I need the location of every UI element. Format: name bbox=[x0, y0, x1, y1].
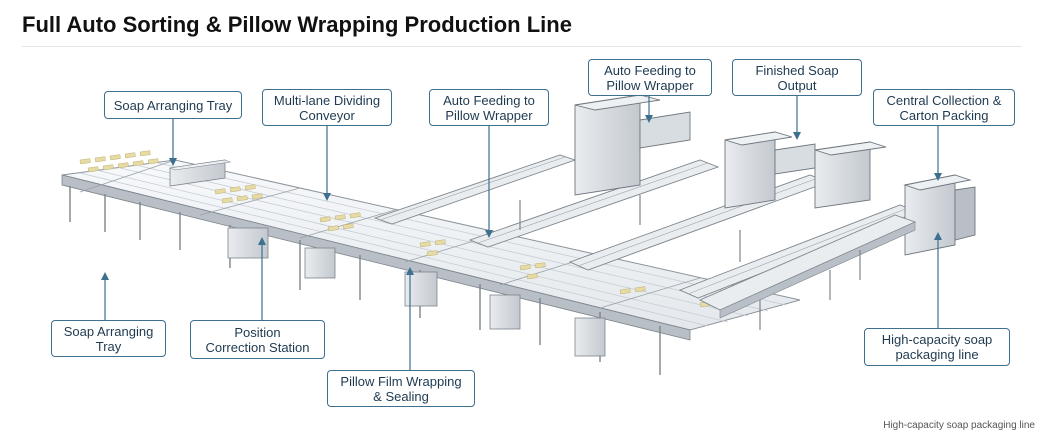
title-divider bbox=[22, 46, 1022, 47]
pillow-wrapper-machines bbox=[574, 94, 976, 256]
arranging-tray-unit bbox=[168, 159, 232, 187]
main-conveyor bbox=[61, 159, 801, 341]
callout-position-correction-station: Position Correction Station bbox=[190, 320, 325, 359]
collection-conveyor bbox=[698, 214, 917, 319]
callout-auto-feeding-top: Auto Feeding to Pillow Wrapper bbox=[588, 59, 712, 96]
callout-soap-arranging-tray-bottom: Soap Arranging Tray bbox=[51, 320, 166, 357]
callout-central-collection: Central Collection & Carton Packing bbox=[873, 89, 1015, 126]
callout-multi-lane-dividing-conveyor: Multi-lane Dividing Conveyor bbox=[262, 89, 392, 126]
callout-pillow-film-wrapping: Pillow Film Wrapping & Sealing bbox=[327, 370, 475, 407]
back-legs bbox=[519, 195, 861, 330]
callout-soap-arranging-tray-top: Soap Arranging Tray bbox=[104, 91, 242, 119]
leader-arrowheads bbox=[101, 115, 942, 280]
callout-finished-soap-output: Finished Soap Output bbox=[732, 59, 862, 96]
feed-lane-rails bbox=[379, 156, 909, 295]
leader-lines bbox=[104, 94, 939, 370]
callout-high-capacity-line: High-capacity soap packaging line bbox=[864, 328, 1010, 366]
callout-auto-feeding-left: Auto Feeding to Pillow Wrapper bbox=[429, 89, 549, 126]
page-title: Full Auto Sorting & Pillow Wrapping Prod… bbox=[22, 12, 572, 37]
soap-bars bbox=[79, 150, 711, 308]
footer-caption: High-capacity soap packaging line bbox=[883, 420, 1035, 431]
